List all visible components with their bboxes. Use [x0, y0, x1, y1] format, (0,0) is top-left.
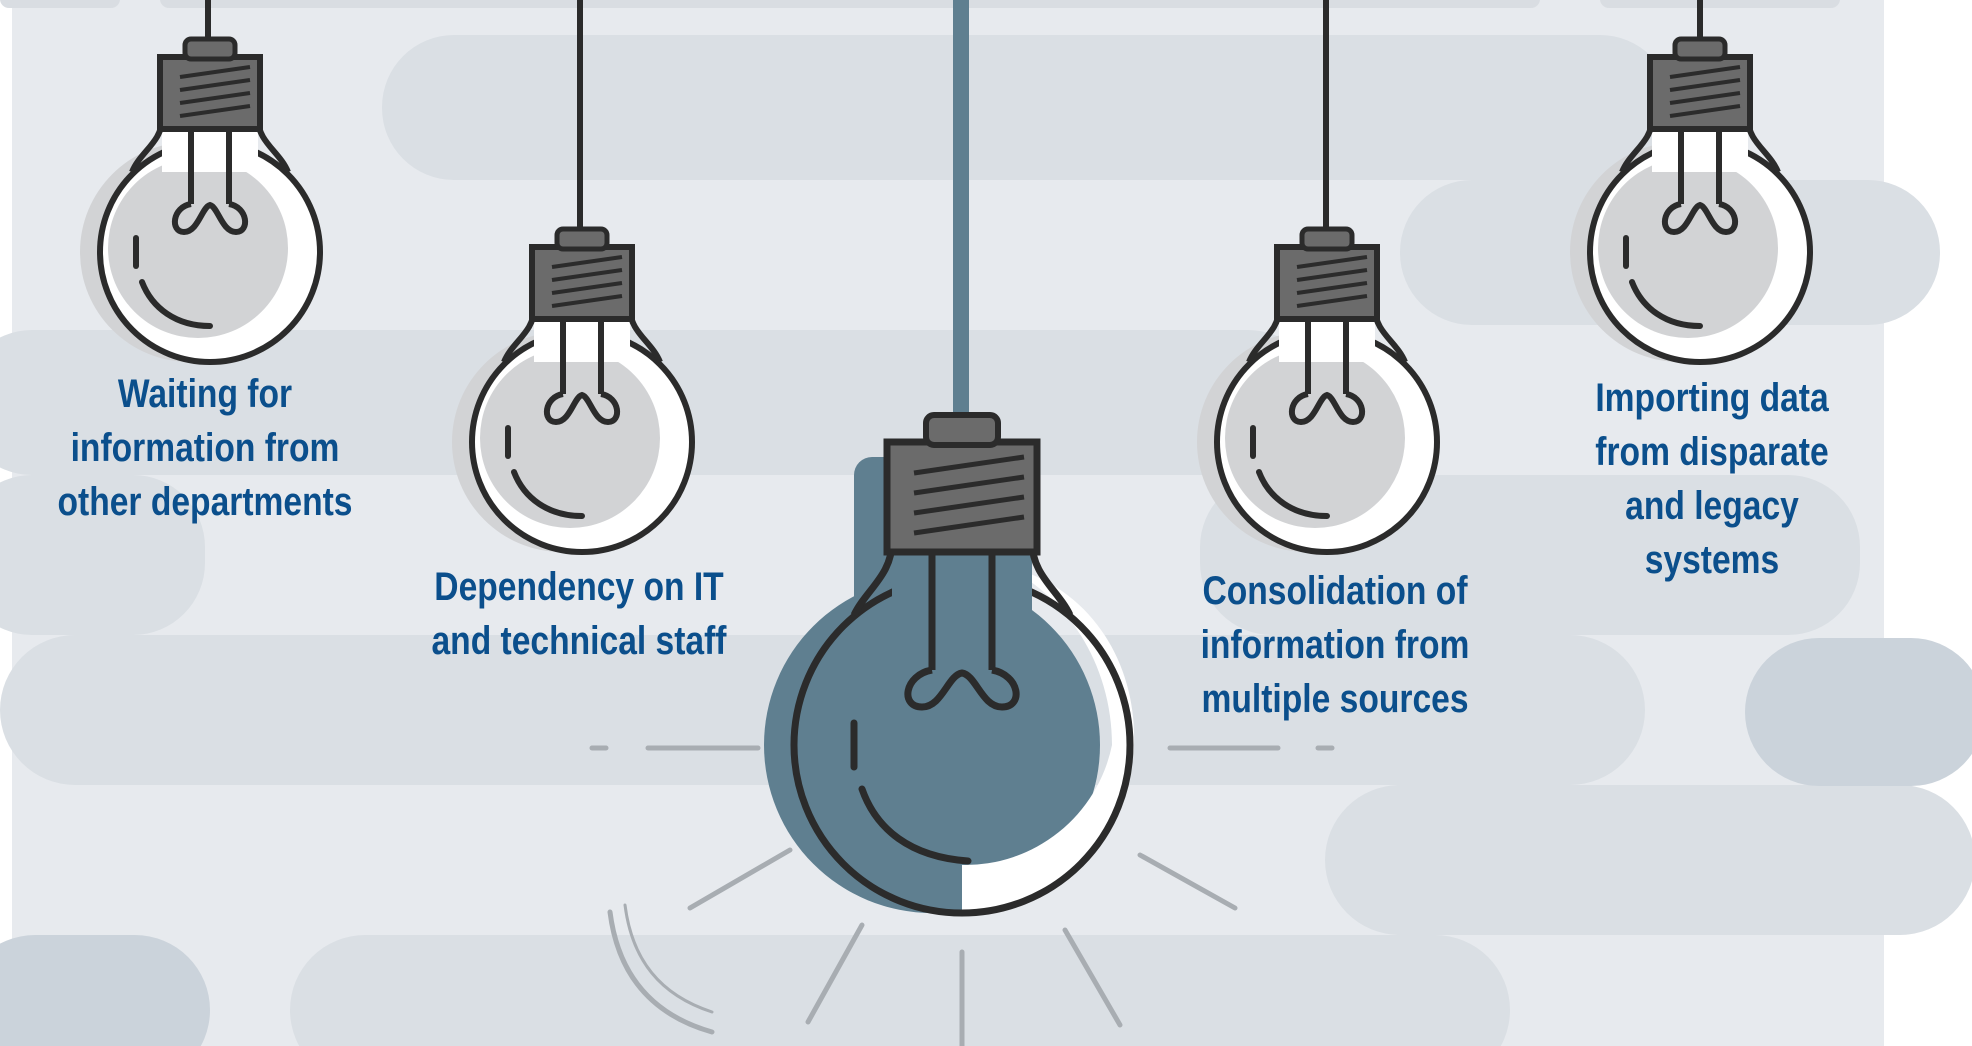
light-rays: [589, 745, 1335, 1046]
lit-light-bulb-icon: [764, 412, 1135, 917]
bulb-1-label: Waiting for information from other depar…: [57, 372, 353, 524]
bulb-3-label: Consolidation of information from multip…: [1200, 569, 1470, 721]
bulb-2-label: Dependency on IT and technical staff: [431, 565, 727, 663]
bulb-4-label: Importing data from disparate and legacy…: [1595, 376, 1829, 582]
